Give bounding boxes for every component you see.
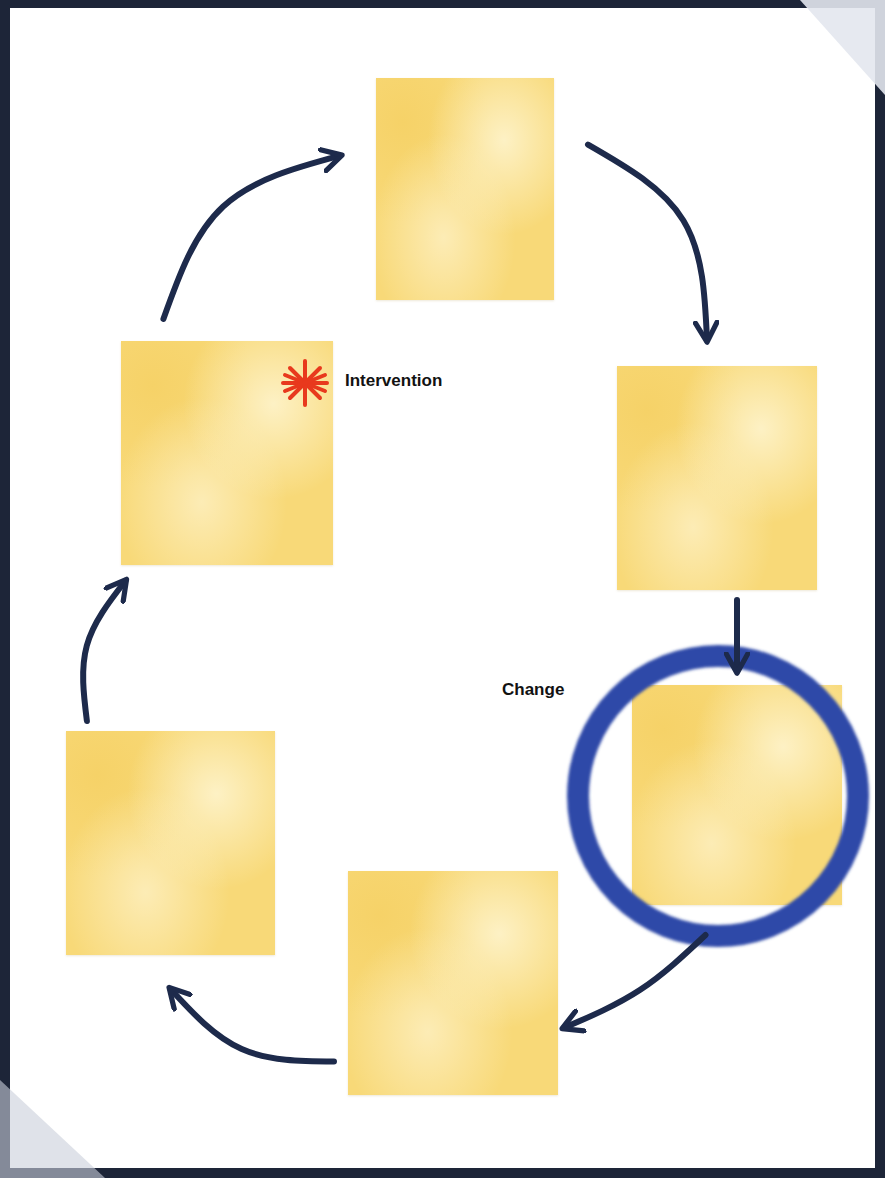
sticky-note — [66, 731, 275, 955]
sticky-note: Change — [632, 685, 842, 905]
cycle-arrow — [588, 145, 707, 340]
sticky-note — [348, 871, 558, 1095]
cycle-arrow — [83, 581, 125, 721]
asterisk-mark — [283, 361, 327, 405]
sticky-note: Intervention — [121, 341, 333, 565]
highlight-ring — [578, 656, 858, 936]
cycle-arrow — [171, 989, 335, 1061]
cycle-arrow — [163, 156, 340, 319]
cycle-arrow — [734, 600, 740, 671]
white-sheet — [10, 8, 875, 1168]
note-label: Change — [502, 680, 564, 700]
corner-glare — [0, 1080, 105, 1178]
sticky-note — [376, 78, 554, 300]
note-label: Intervention — [345, 371, 442, 391]
cycle-arrow — [564, 935, 706, 1028]
sticky-note — [617, 366, 817, 590]
corner-glare — [800, 0, 885, 95]
